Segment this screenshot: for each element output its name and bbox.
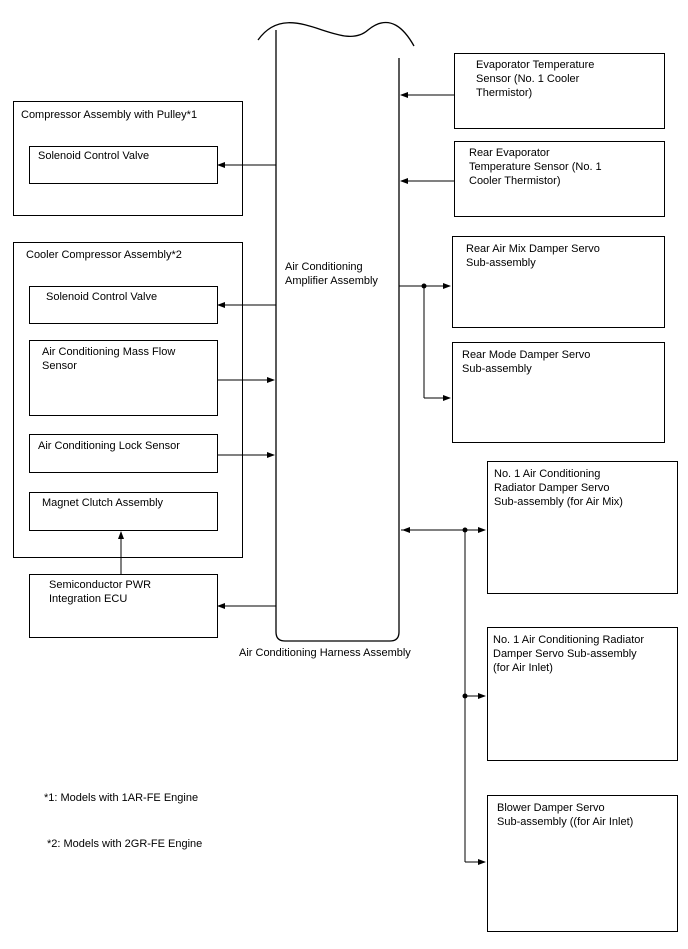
rear-evap-temp-sensor-box: Rear Evaporator Temperature Sensor (No. …: [454, 141, 665, 217]
magnet-clutch-box: Magnet Clutch Assembly: [29, 492, 218, 531]
evap-temp-sensor-label: Evaporator Temperature Sensor (No. 1 Coo…: [476, 59, 595, 99]
rear-mode-servo-label: Rear Mode Damper Servo Sub-assembly: [462, 349, 591, 375]
cooler-compressor-title: Cooler Compressor Assembly*2: [26, 249, 182, 261]
harness-label: Air Conditioning Harness Assembly: [239, 647, 411, 659]
semiconductor-ecu-label: Semiconductor PWR Integration ECU: [49, 579, 152, 605]
compressor-pulley-group: Compressor Assembly with Pulley*1: [13, 101, 243, 216]
lock-sensor-box: Air Conditioning Lock Sensor: [29, 434, 218, 473]
rear-air-mix-servo-box: Rear Air Mix Damper Servo Sub-assembly: [452, 236, 665, 328]
rear-evap-temp-sensor-label: Rear Evaporator Temperature Sensor (No. …: [469, 147, 602, 187]
solenoid-valve-box-1: Solenoid Control Valve: [29, 146, 218, 184]
amplifier-label: Air Conditioning Amplifier Assembly: [285, 261, 378, 287]
footnote-1: *1: Models with 1AR-FE Engine: [44, 792, 199, 804]
junction-dot: [462, 693, 468, 699]
solenoid-valve-label-1: Solenoid Control Valve: [38, 150, 150, 162]
semiconductor-ecu-box: Semiconductor PWR Integration ECU: [29, 574, 218, 638]
mass-flow-sensor-label: Air Conditioning Mass Flow Sensor: [42, 346, 176, 372]
radiator-air-inlet-servo-label: No. 1 Air Conditioning Radiator Damper S…: [493, 634, 645, 674]
compressor-pulley-title: Compressor Assembly with Pulley*1: [21, 109, 198, 121]
break-line: [257, 21, 415, 47]
blower-damper-servo-box: Blower Damper Servo Sub-assembly ((for A…: [487, 795, 678, 932]
lock-sensor-label: Air Conditioning Lock Sensor: [38, 440, 180, 452]
junction-dot: [462, 527, 468, 533]
solenoid-valve-label-2: Solenoid Control Valve: [46, 291, 158, 303]
solenoid-valve-box-2: Solenoid Control Valve: [29, 286, 218, 324]
evap-temp-sensor-box: Evaporator Temperature Sensor (No. 1 Coo…: [454, 53, 665, 129]
radiator-air-mix-servo-box: No. 1 Air Conditioning Radiator Damper S…: [487, 461, 678, 594]
junction-dot: [421, 283, 427, 289]
rear-air-mix-servo-label: Rear Air Mix Damper Servo Sub-assembly: [466, 243, 600, 269]
footnote-2: *2: Models with 2GR-FE Engine: [47, 838, 203, 850]
rear-mode-servo-box: Rear Mode Damper Servo Sub-assembly: [452, 342, 665, 443]
radiator-air-inlet-servo-box: No. 1 Air Conditioning Radiator Damper S…: [487, 627, 678, 761]
radiator-air-mix-servo-label: No. 1 Air Conditioning Radiator Damper S…: [494, 468, 623, 508]
magnet-clutch-label: Magnet Clutch Assembly: [42, 497, 164, 509]
mass-flow-sensor-box: Air Conditioning Mass Flow Sensor: [29, 340, 218, 416]
blower-damper-servo-label: Blower Damper Servo Sub-assembly ((for A…: [497, 802, 634, 828]
amplifier-outline: [275, 30, 400, 642]
cooler-compressor-group: Cooler Compressor Assembly*2: [13, 242, 243, 558]
